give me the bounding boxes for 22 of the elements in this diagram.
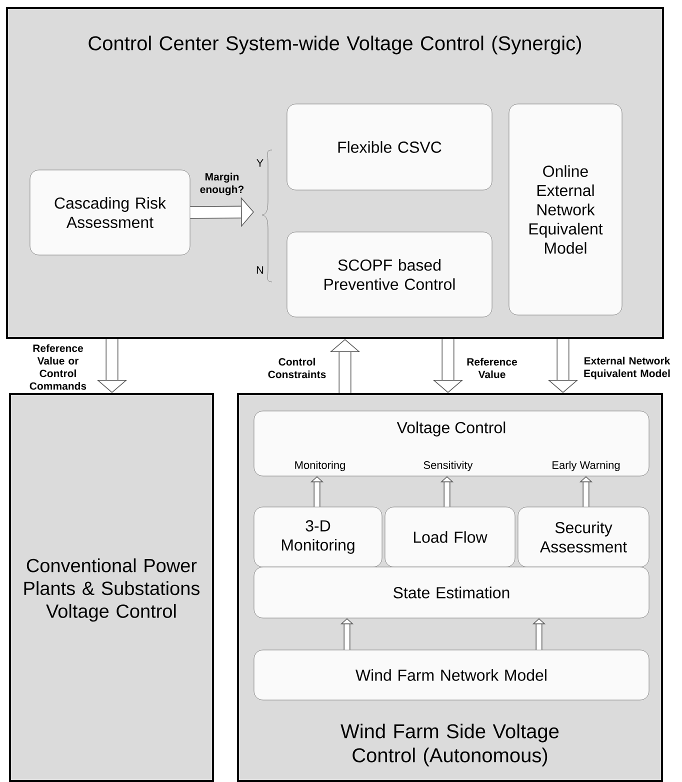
edge-label: Reference Value or Control Commands: [30, 344, 86, 390]
panel-title: Conventional Power Plants & Substations Voltage Control: [24, 558, 200, 622]
output-label: Early Warning: [552, 460, 620, 472]
process-box: State Estimation: [254, 566, 650, 618]
output-label: Sensitivity: [424, 460, 473, 472]
process-box: Security Assessment: [518, 506, 650, 568]
panel-title: Control Center System-wide Voltage Control (Synergic): [88, 36, 581, 54]
process-box: SCOPF based Preventive Control: [286, 232, 492, 318]
process-box: Online External Network Equivalent Model: [508, 104, 622, 316]
process-box: Wind Farm Network Model: [254, 650, 650, 700]
process-box: 3-D Monitoring: [254, 506, 382, 568]
panel-title: Wind Farm Side Voltage Control (Autonomous): [340, 724, 559, 766]
output-label: Monitoring: [295, 460, 345, 472]
edge-label: External Network Equivalent Model: [584, 356, 670, 380]
branch-label: Y: [256, 159, 264, 167]
edge-label: Control Constraints: [268, 358, 326, 378]
branch-label: N: [256, 266, 264, 274]
process-box: Cascading Risk Assessment: [30, 170, 190, 256]
process-box: Flexible CSVC: [286, 104, 492, 190]
edge-label: Margin enough?: [200, 172, 244, 196]
process-box: Load Flow: [384, 506, 516, 568]
edge-label: Reference Value: [467, 358, 517, 378]
